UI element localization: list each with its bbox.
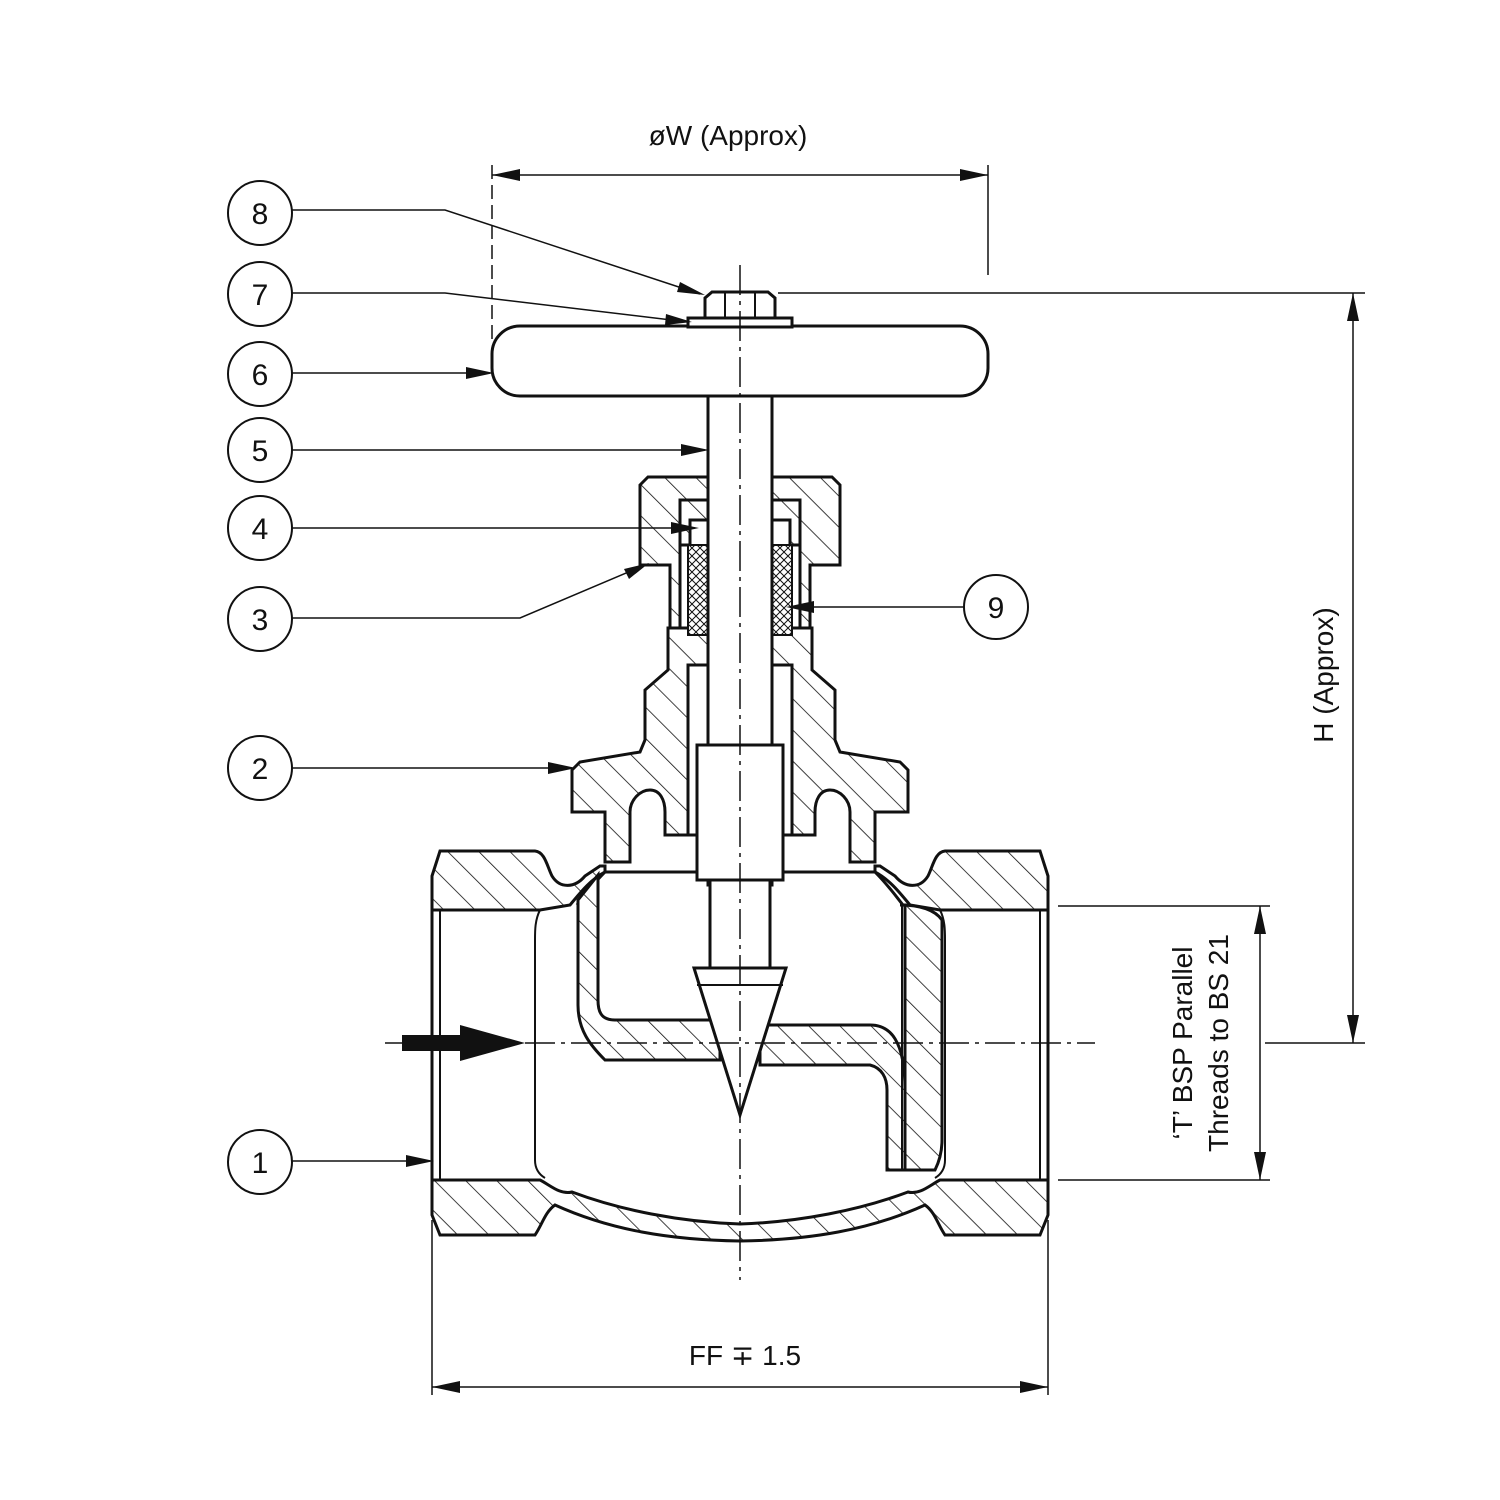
- callout-7: 7: [227, 261, 692, 327]
- thread-label-line2: Threads to BS 21: [1203, 934, 1234, 1152]
- callout-3-label: 3: [252, 604, 269, 637]
- callout-4: 4: [227, 495, 699, 561]
- callout-5-label: 5: [252, 435, 269, 468]
- flow-arrow-icon: [385, 1025, 525, 1061]
- callout-6-label: 6: [252, 359, 269, 392]
- gland-nut: [638, 475, 842, 630]
- width-dimension: øW (Approx): [491, 120, 989, 340]
- callout-4-label: 4: [252, 513, 269, 546]
- callout-9: 9: [786, 574, 1029, 640]
- width-label: øW (Approx): [649, 120, 808, 151]
- callout-2-label: 2: [252, 753, 269, 786]
- callout-3: 3: [227, 563, 649, 652]
- height-label: H (Approx): [1308, 607, 1339, 742]
- callout-8-label: 8: [252, 198, 269, 231]
- callout-9-label: 9: [988, 592, 1005, 625]
- height-dimension: H (Approx): [778, 292, 1365, 1044]
- callout-5: 5: [227, 417, 709, 483]
- callout-8: 8: [227, 180, 705, 295]
- face-dimension: FF ∓ 1.5: [431, 1220, 1049, 1395]
- thread-dimension: ‘T’ BSP Parallel Threads to BS 21: [1058, 905, 1270, 1181]
- callout-7-label: 7: [252, 279, 269, 312]
- callout-1: 1: [227, 1129, 434, 1195]
- callout-2: 2: [227, 735, 576, 801]
- callout-1-label: 1: [252, 1147, 269, 1180]
- thread-label-line1: ‘T’ BSP Parallel: [1167, 947, 1198, 1140]
- callout-6: 6: [227, 341, 494, 407]
- face-label: FF ∓ 1.5: [689, 1340, 801, 1371]
